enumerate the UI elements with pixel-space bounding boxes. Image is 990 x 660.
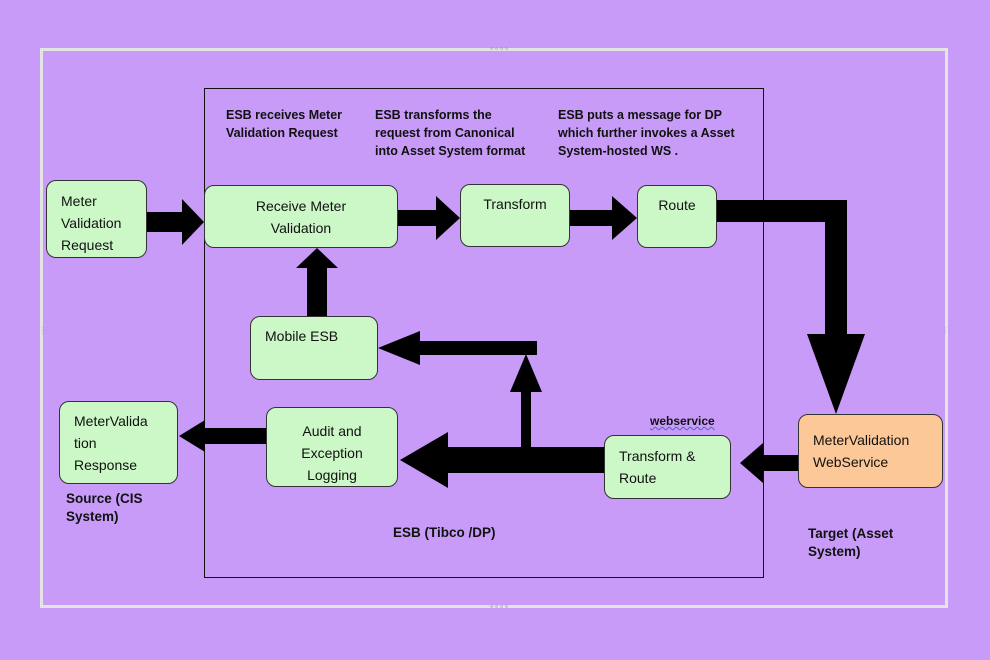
transform-route-node[interactable]: Transform & Route [604, 435, 731, 499]
transform-route-label: Transform & Route [619, 448, 696, 486]
arrow-branch-up [510, 354, 542, 447]
route-node[interactable]: Route [637, 185, 717, 248]
mobile-esb-label: Mobile ESB [265, 328, 339, 344]
receive-meter-validation-node[interactable]: Receive Meter Validation [204, 185, 398, 248]
arrow-request-to-receive [147, 199, 204, 245]
esb-boundary [204, 88, 764, 578]
audit-exception-logging-label: Audit and Exception Logging [301, 423, 363, 483]
caption-webservice: webservice [650, 414, 715, 428]
arrow-transform-to-route [570, 196, 637, 240]
arrow-transform-route-to-audit [400, 432, 604, 488]
transform-label: Transform [483, 196, 547, 212]
frame-handle-top[interactable]: ∘∘∘∘ [489, 44, 510, 53]
receive-meter-validation-label: Receive Meter Validation [255, 197, 347, 236]
meter-validation-request-node[interactable]: Meter Validation Request [46, 180, 147, 258]
arrow-to-mobile-esb [378, 331, 537, 365]
meter-validation-webservice-label: MeterValidation WebService [813, 432, 910, 470]
caption-esb-puts-message: ESB puts a message for DP which further … [558, 108, 735, 158]
frame-handle-bottom[interactable]: ∘∘∘∘ [489, 602, 510, 611]
meter-validation-response-label: MeterValida tion Response [74, 412, 148, 473]
caption-esb-transforms: ESB transforms the request from Canonica… [375, 108, 526, 158]
arrow-mobile-to-receive [296, 248, 338, 317]
audit-exception-logging-node[interactable]: Audit and Exception Logging [266, 407, 398, 487]
meter-validation-webservice-node[interactable]: MeterValidation WebService [798, 414, 943, 488]
arrow-route-to-webservice [716, 200, 865, 414]
arrow-receive-to-transform [398, 196, 460, 240]
caption-source-system: Source (CIS System) [66, 491, 143, 524]
meter-validation-response-node[interactable]: MeterValida tion Response [59, 401, 178, 484]
slide-frame: ∘∘∘∘ ∘∘∘∘ ⋮ ⋮ [39, 44, 949, 611]
meter-validation-request-label: Meter Validation Request [61, 193, 122, 253]
mobile-esb-node[interactable]: Mobile ESB [250, 316, 378, 380]
frame-handle-right[interactable]: ⋮ [941, 326, 949, 335]
caption-target-system: Target (Asset System) [808, 526, 894, 559]
arrow-audit-to-response [179, 420, 266, 452]
transform-node[interactable]: Transform [460, 184, 570, 247]
route-label: Route [658, 197, 696, 213]
caption-esb-tibco-dp: ESB (Tibco /DP) [393, 525, 496, 540]
caption-esb-receives: ESB receives Meter Validation Request [226, 108, 343, 140]
frame-handle-left[interactable]: ⋮ [39, 326, 47, 335]
arrow-webservice-to-transform-route [740, 443, 798, 483]
